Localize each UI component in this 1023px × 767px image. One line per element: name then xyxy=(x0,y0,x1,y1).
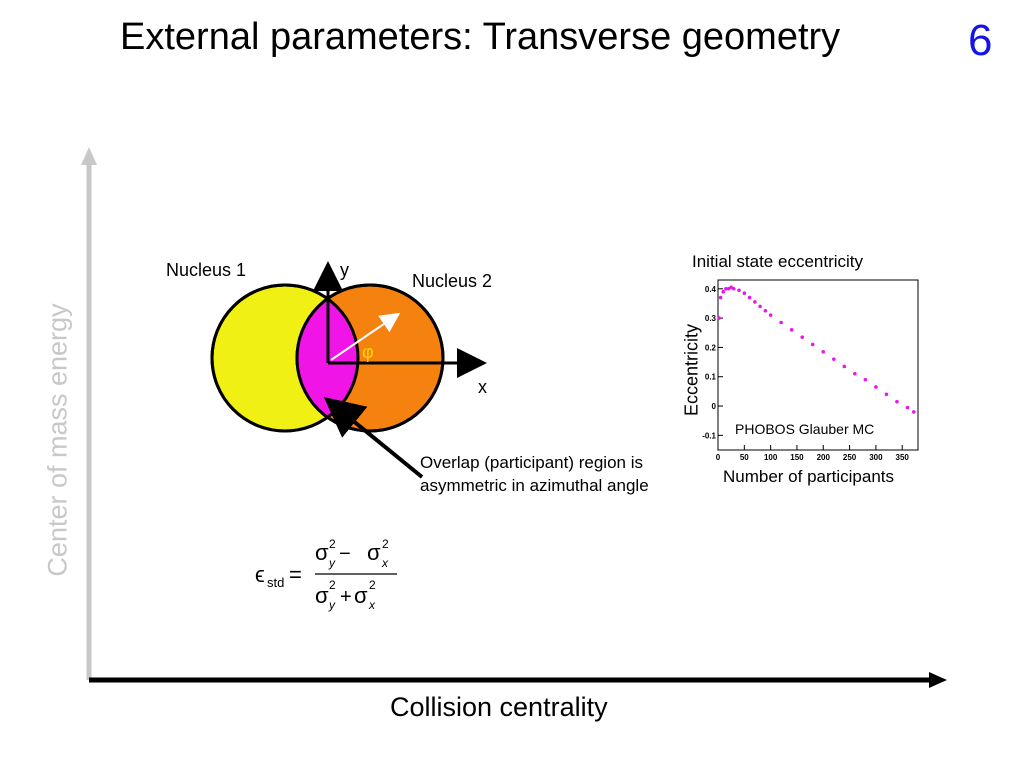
nucleus-2-label: Nucleus 2 xyxy=(412,271,493,291)
y-tick-label: 0.2 xyxy=(705,343,717,352)
x-tick-label: 0 xyxy=(716,453,721,462)
data-point xyxy=(874,385,878,389)
svg-text:2: 2 xyxy=(369,578,376,592)
svg-text:y: y xyxy=(328,598,336,612)
horizontal-axis-arrowhead xyxy=(929,672,947,688)
svg-text:2: 2 xyxy=(329,537,336,551)
data-point xyxy=(863,377,868,382)
data-point xyxy=(884,392,889,397)
data-point xyxy=(821,350,826,354)
data-point xyxy=(731,286,736,291)
svg-text:+: + xyxy=(340,586,352,608)
data-point xyxy=(726,286,731,291)
slide-number: 6 xyxy=(968,16,993,65)
chart-xlabel: Number of participants xyxy=(723,467,895,486)
overlap-region xyxy=(297,285,358,431)
svg-text:x: x xyxy=(368,598,376,612)
y-tick-label: 0 xyxy=(712,402,717,411)
svg-text:σ: σ xyxy=(315,540,329,565)
overlap-pointer-arrow xyxy=(323,396,424,479)
x-tick-label: 100 xyxy=(764,453,778,462)
svg-text:2: 2 xyxy=(382,537,389,551)
x-tick-label: 200 xyxy=(817,453,831,462)
overlap-note: Overlap (participant) region is asymmetr… xyxy=(420,453,649,495)
y-tick-label: 0.4 xyxy=(705,285,717,294)
svg-text:y: y xyxy=(328,556,336,570)
data-point xyxy=(768,313,773,317)
vertical-axis-arrowhead xyxy=(81,147,97,165)
x-tick-label: 150 xyxy=(790,453,804,462)
nucleus-2-outline xyxy=(295,283,445,433)
x-tick-label: 50 xyxy=(740,453,749,462)
data-point xyxy=(779,320,783,325)
data-point xyxy=(763,308,768,313)
svg-text:σ: σ xyxy=(354,583,368,608)
y-tick-label: 0.3 xyxy=(705,314,717,323)
data-point xyxy=(747,295,752,300)
horizontal-axis-label: Collision centrality xyxy=(390,692,608,722)
data-point xyxy=(895,399,899,404)
formula-lhs: ϵ xyxy=(255,562,265,587)
slide-title: External parameters: Transverse geometry xyxy=(120,16,841,58)
svg-text:−: − xyxy=(339,543,351,565)
data-point xyxy=(800,335,805,339)
formula-equals: = xyxy=(289,562,302,587)
y-tick-label: -0.1 xyxy=(702,431,716,440)
nucleus-1-label: Nucleus 1 xyxy=(166,260,247,280)
x-tick-label: 250 xyxy=(843,453,857,462)
formula-lhs-subscript: std xyxy=(267,575,284,590)
data-point xyxy=(911,410,916,414)
y-tick-label: 0.1 xyxy=(705,373,717,382)
data-point xyxy=(721,289,726,294)
data-point xyxy=(853,371,857,376)
x-tick-label: 300 xyxy=(869,453,883,462)
data-point xyxy=(753,300,757,304)
nucleus-1-outline xyxy=(210,283,360,433)
phi-vector xyxy=(330,312,401,361)
svg-text:x: x xyxy=(381,556,389,570)
chart-annotation: PHOBOS Glauber MC xyxy=(735,421,875,437)
data-point xyxy=(831,357,836,361)
x-tick-label: 350 xyxy=(896,453,910,462)
data-point xyxy=(742,291,747,295)
data-point xyxy=(718,295,723,300)
plot-frame xyxy=(717,279,919,451)
eccentricity-chart: 0 50 100 150 200 250 300 350 -0.1 0 0.1 0.2 0.3 0.4 xyxy=(702,279,919,462)
data-point xyxy=(758,304,762,309)
data-point xyxy=(717,316,721,320)
data-point xyxy=(905,405,910,410)
svg-text:2: 2 xyxy=(329,578,336,592)
chart-title: Initial state eccentricity xyxy=(692,252,864,271)
x-axis-label-small: x xyxy=(478,377,487,397)
eccentricity-formula: ϵ std = σ 2 y − σ 2 x σ 2 y + σ 2 x xyxy=(255,537,397,612)
y-axis-label-small: y xyxy=(340,260,349,280)
vertical-axis-label: Center of mass energy xyxy=(42,303,73,577)
svg-text:σ: σ xyxy=(315,583,329,608)
data-point xyxy=(724,286,728,291)
phi-label: φ xyxy=(362,342,374,362)
data-point xyxy=(810,342,815,347)
svg-text:σ: σ xyxy=(367,540,381,565)
data-point xyxy=(789,328,794,332)
data-point xyxy=(842,364,847,369)
data-point xyxy=(729,285,733,290)
nuclei-diagram xyxy=(210,261,487,479)
data-point xyxy=(737,288,741,293)
